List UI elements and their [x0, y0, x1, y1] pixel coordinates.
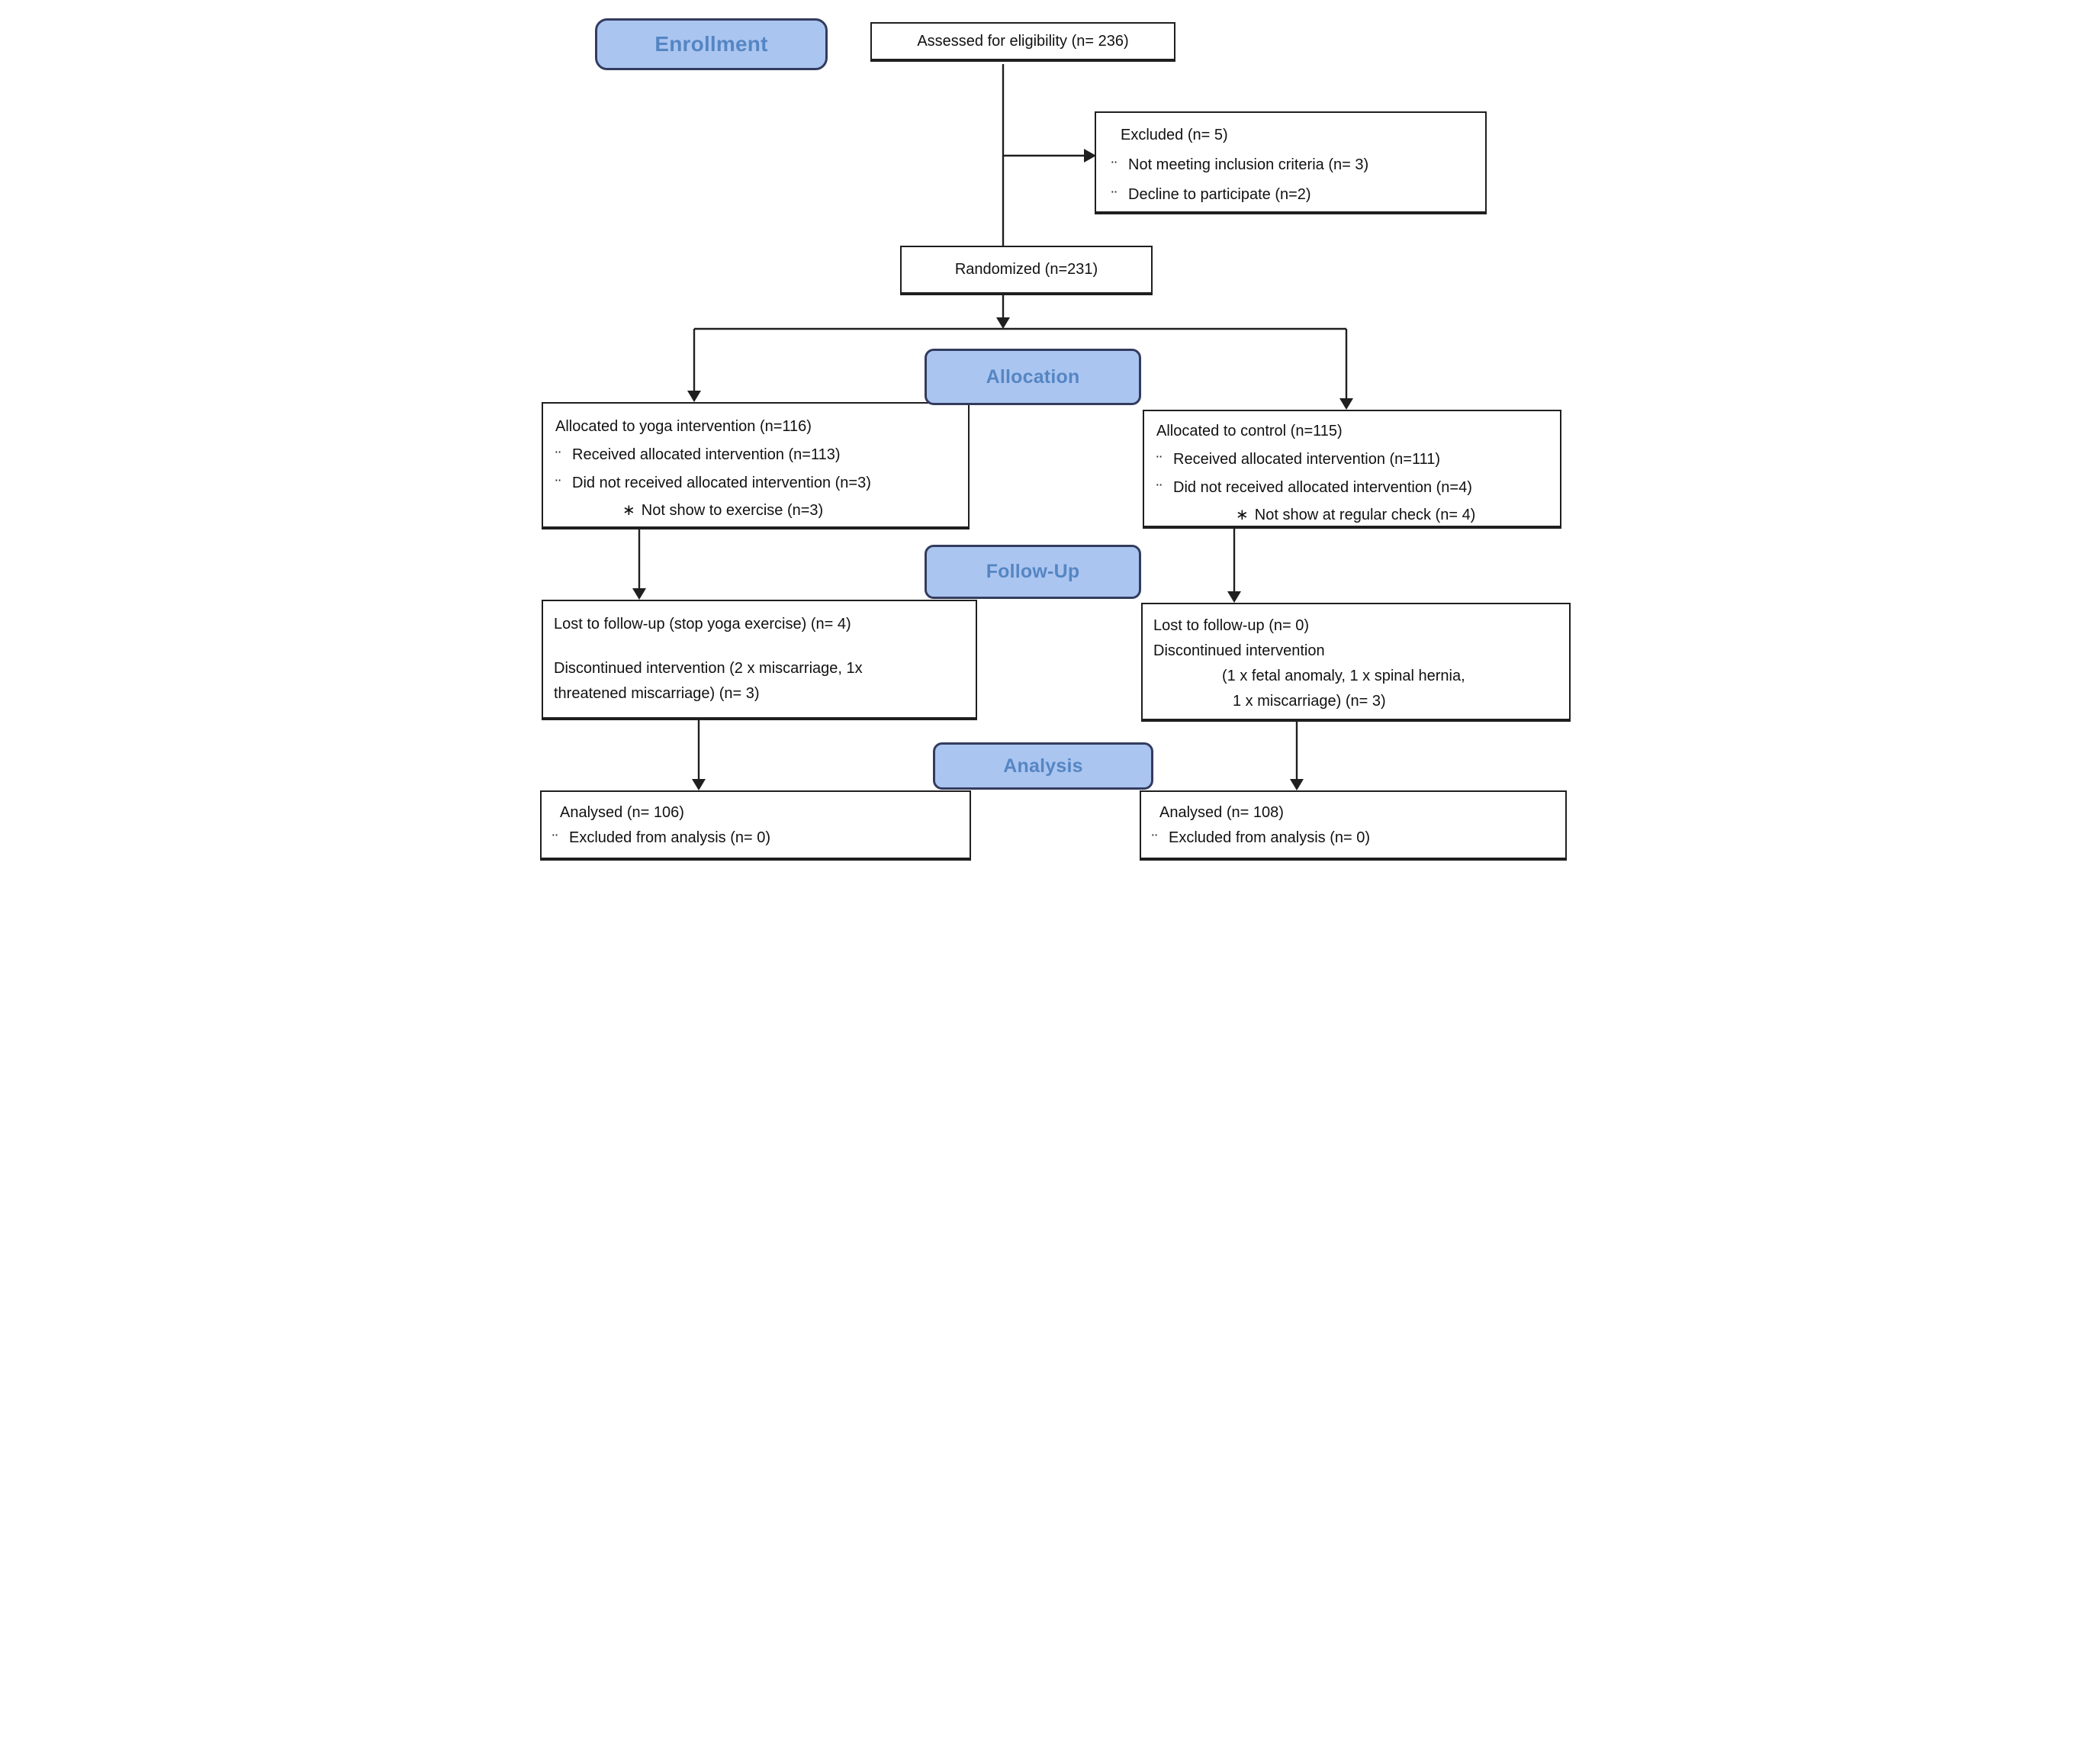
stage-label-analysis: Analysis	[933, 742, 1153, 790]
arrowhead-control-allocation	[1339, 398, 1353, 410]
yoga-allocation-item: ¨ Received allocated intervention (n=113…	[555, 440, 962, 468]
arrowhead-yoga-followup	[632, 588, 646, 600]
yoga-analysis-title: Analysed (n= 106)	[560, 804, 684, 821]
dot-bullet-icon: ¨	[1156, 452, 1163, 472]
control-allocation-item: ¨ Did not received allocated interventio…	[1156, 473, 1554, 501]
assessed-box: Assessed for eligibility (n= 236)	[870, 22, 1175, 62]
allocation-label-text: Allocation	[986, 365, 1080, 388]
excluded-item: ¨ Decline to participate (n=2)	[1111, 179, 1479, 209]
dot-bullet-icon: ¨	[1156, 481, 1163, 500]
yoga-analysis-item-text: Excluded from analysis (n= 0)	[569, 829, 771, 846]
yoga-followup-line: Discontinued intervention (2 x miscarria…	[554, 660, 863, 677]
yoga-allocation-box: Allocated to yoga intervention (n=116) ¨…	[542, 402, 970, 529]
yoga-allocation-subitem-text: Not show to exercise (n=3)	[641, 502, 824, 519]
control-allocation-title: Allocated to control (n=115)	[1156, 423, 1343, 439]
dot-bullet-icon: ¨	[552, 831, 558, 850]
arrowhead-control-followup	[1227, 591, 1241, 603]
dot-bullet-icon: ¨	[1152, 831, 1158, 850]
control-followup-line: 1 x miscarriage) (n= 3)	[1233, 693, 1386, 710]
yoga-analysis-box: Analysed (n= 106) ¨ Excluded from analys…	[540, 790, 971, 861]
enrollment-label-text: Enrollment	[654, 32, 768, 56]
arrowhead-yoga-analysis	[692, 779, 706, 790]
control-followup-line: Lost to follow-up (n= 0)	[1153, 617, 1309, 634]
dot-bullet-icon: ¨	[1111, 188, 1118, 207]
control-followup-line: (1 x fetal anomaly, 1 x spinal hernia,	[1222, 668, 1465, 684]
control-allocation-item: ¨ Received allocated intervention (n=111…	[1156, 445, 1554, 473]
arrowhead-control-analysis	[1290, 779, 1304, 790]
excluded-item-text: Decline to participate (n=2)	[1128, 186, 1311, 203]
control-followup-box: Lost to follow-up (n= 0) Discontinued in…	[1141, 603, 1571, 722]
assessed-text: Assessed for eligibility (n= 236)	[917, 32, 1129, 50]
analysis-label-text: Analysis	[1003, 755, 1083, 777]
yoga-followup-line: Lost to follow-up (stop yoga exercise) (…	[554, 616, 851, 632]
dot-bullet-icon: ¨	[555, 476, 561, 495]
stage-label-followup: Follow-Up	[925, 545, 1141, 599]
control-allocation-box: Allocated to control (n=115) ¨ Received …	[1143, 410, 1561, 529]
excluded-item-text: Not meeting inclusion criteria (n= 3)	[1128, 156, 1369, 173]
excluded-box: Excluded (n= 5) ¨ Not meeting inclusion …	[1095, 111, 1487, 214]
consort-flow-diagram: Enrollment Allocation Follow-Up Analysis…	[525, 0, 1575, 876]
yoga-allocation-item-text: Received allocated intervention (n=113)	[572, 446, 841, 463]
control-allocation-subitem-text: Not show at regular check (n= 4)	[1254, 507, 1476, 523]
spacer	[554, 637, 970, 656]
randomized-text: Randomized (n=231)	[954, 261, 1098, 278]
dot-bullet-icon: ¨	[555, 448, 561, 467]
asterisk-bullet-icon: ∗	[1236, 507, 1249, 523]
yoga-analysis-item: ¨ Excluded from analysis (n= 0)	[552, 825, 963, 850]
arrowhead-yoga-allocation	[687, 391, 701, 402]
excluded-item: ¨ Not meeting inclusion criteria (n= 3)	[1111, 150, 1479, 179]
yoga-allocation-title: Allocated to yoga intervention (n=116)	[555, 418, 812, 435]
randomized-box: Randomized (n=231)	[900, 246, 1153, 295]
control-allocation-item-text: Did not received allocated intervention …	[1173, 479, 1472, 496]
dot-bullet-icon: ¨	[1111, 158, 1118, 177]
control-followup-line: Discontinued intervention	[1153, 642, 1325, 659]
control-analysis-item: ¨ Excluded from analysis (n= 0)	[1152, 825, 1559, 850]
yoga-followup-box: Lost to follow-up (stop yoga exercise) (…	[542, 600, 977, 720]
arrowhead-split	[996, 317, 1010, 329]
yoga-allocation-item: ¨ Did not received allocated interventio…	[555, 468, 962, 497]
yoga-allocation-subitem: ∗ Not show to exercise (n=3)	[622, 497, 962, 524]
followup-label-text: Follow-Up	[986, 561, 1080, 582]
asterisk-bullet-icon: ∗	[622, 502, 635, 519]
control-analysis-title: Analysed (n= 108)	[1159, 804, 1284, 821]
excluded-title: Excluded (n= 5)	[1121, 127, 1228, 143]
control-allocation-subitem: ∗ Not show at regular check (n= 4)	[1236, 501, 1554, 529]
control-analysis-box: Analysed (n= 108) ¨ Excluded from analys…	[1140, 790, 1567, 861]
control-analysis-item-text: Excluded from analysis (n= 0)	[1169, 829, 1371, 846]
stage-label-allocation: Allocation	[925, 349, 1141, 405]
control-allocation-item-text: Received allocated intervention (n=111)	[1173, 451, 1441, 468]
stage-label-enrollment: Enrollment	[595, 18, 828, 70]
yoga-allocation-item-text: Did not received allocated intervention …	[572, 475, 871, 491]
yoga-followup-line: threatened miscarriage) (n= 3)	[554, 685, 760, 702]
